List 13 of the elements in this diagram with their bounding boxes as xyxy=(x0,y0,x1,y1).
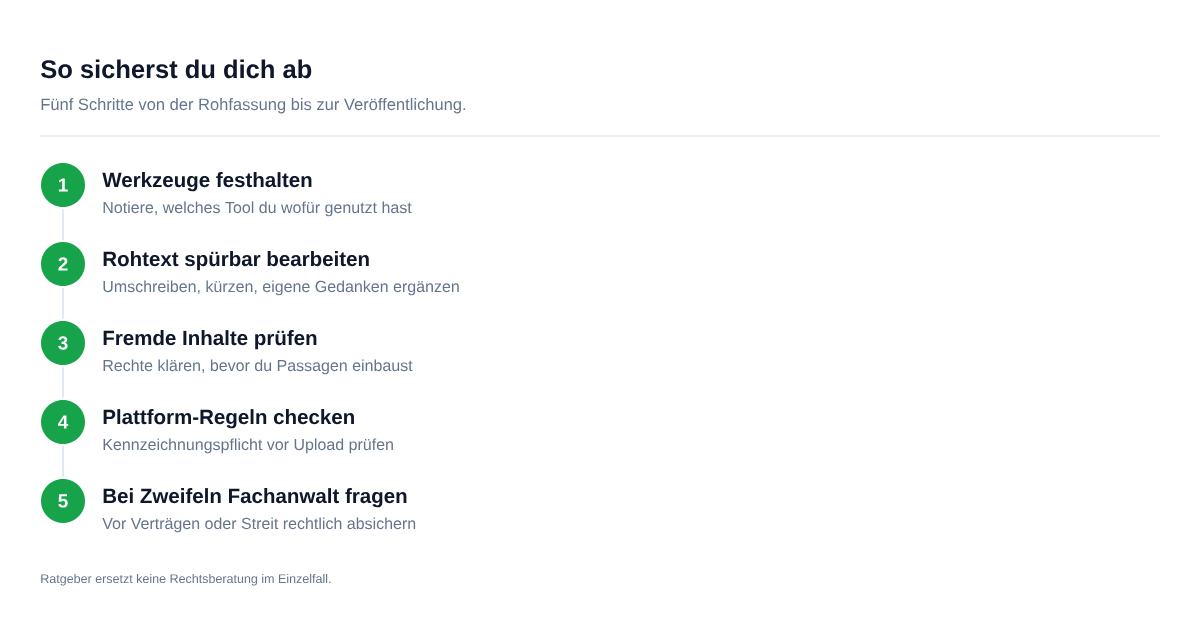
title: So sicherst du dich ab xyxy=(41,59,312,79)
step-heading: Bei Zweifeln Fachanwalt fragen xyxy=(103,488,407,508)
step-description: Rechte klären, bevor du Passagen einbaust xyxy=(103,359,413,375)
step-description: Kennzeichnungspflicht vor Upload prüfen xyxy=(103,438,393,454)
step-description: Vor Verträgen oder Streit rechtlich absichern xyxy=(102,517,416,533)
step-heading: Werkzeuge festhalten xyxy=(102,172,312,192)
step-heading: Rohtext spürbar bearbeiten xyxy=(103,251,369,271)
step-heading: Fremde Inhalte prüfen xyxy=(103,330,317,350)
step-heading: Plattform-Regeln checken xyxy=(103,409,354,429)
step-description: Notiere, welches Tool du wofür genutzt hast xyxy=(103,201,412,217)
subtitle: Fünf Schritte von der Rohfassung bis zur Veröffentlichung. xyxy=(41,98,466,114)
footnote: Ratgeber ersetzt keine Rechtsberatung im Einzelfall. xyxy=(41,573,331,586)
step-description: Umschreiben, kürzen, eigene Gedanken ergänzen xyxy=(103,280,459,296)
